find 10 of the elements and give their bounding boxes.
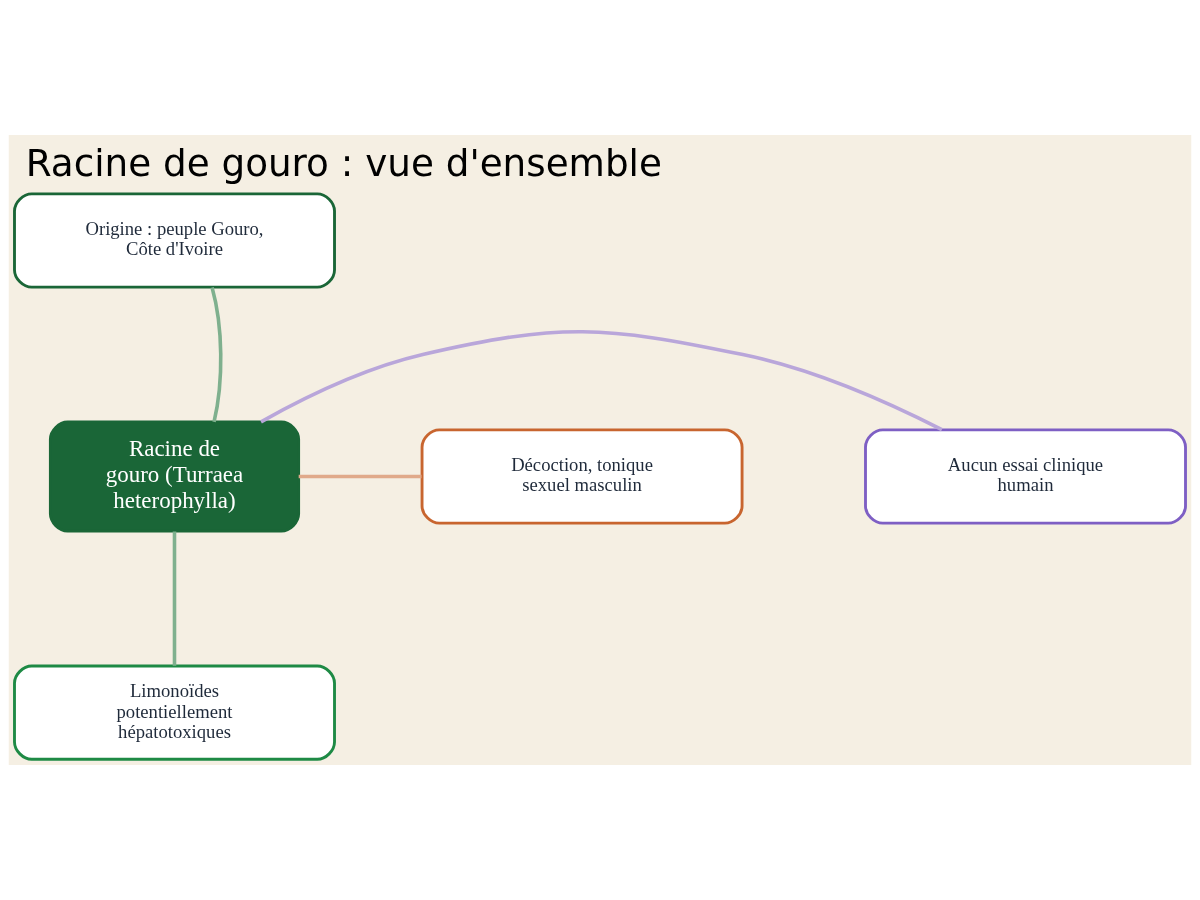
connector (210, 287, 223, 423)
connector (260, 329, 943, 432)
node-box: Décoction, tonique sexuel masculin (420, 428, 744, 525)
node-box: Racine de gouro (Turraea heterophylla) (48, 420, 301, 533)
node-box: Origine : peuple Gouro, Côte d'Ivoire (13, 192, 336, 289)
connector (298, 474, 422, 479)
connector (172, 531, 177, 666)
diagram-title: Racine de gouro : vue d'ensemble (25, 141, 662, 186)
node-box: Limonoïdes potentiellement hépatotoxiques (13, 664, 336, 761)
node-box: Aucun essai clinique humain (864, 428, 1187, 525)
